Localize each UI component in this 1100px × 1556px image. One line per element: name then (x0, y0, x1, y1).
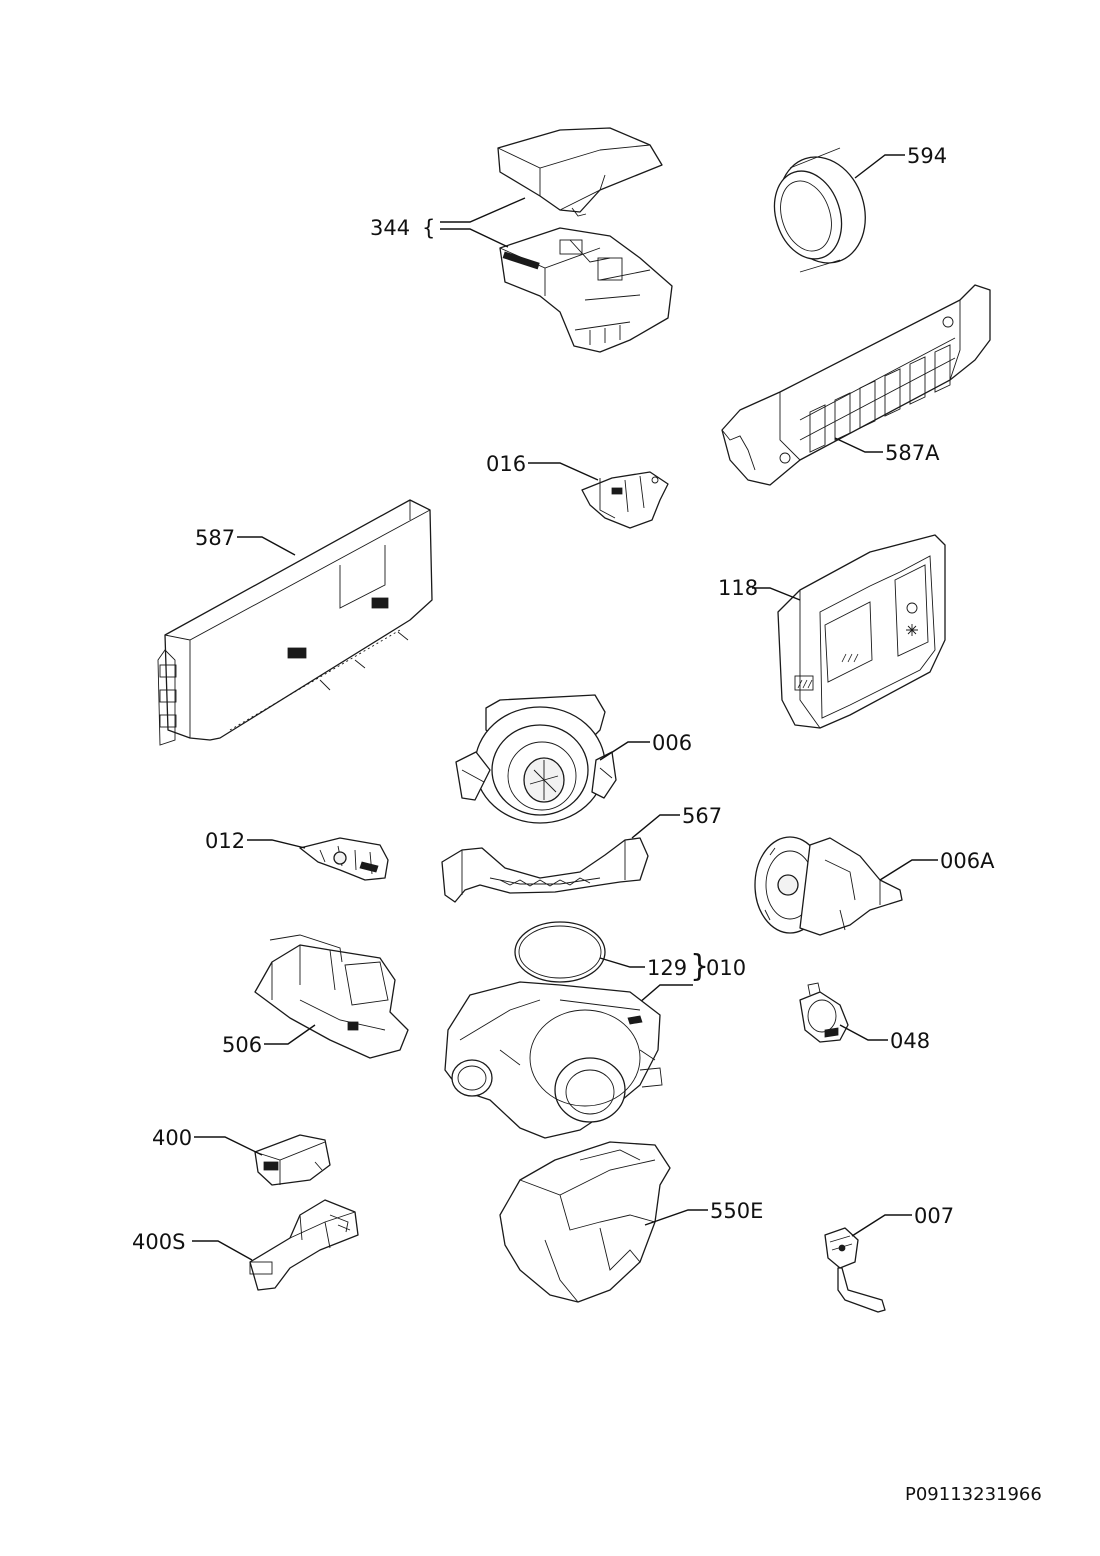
label-012-text: 012 (205, 829, 245, 853)
label-587-text: 587 (195, 526, 235, 550)
label-344-text: 344 (370, 216, 410, 240)
part-550E-cover (499, 1141, 671, 1303)
label-344-brace: { (422, 216, 435, 240)
label-506: 506 (222, 1024, 316, 1057)
part-506-softener (254, 934, 409, 1059)
label-006: 006 (599, 731, 692, 761)
label-010-brace: } (690, 949, 709, 984)
label-012: 012 (205, 829, 306, 853)
label-400S: 400S (132, 1230, 253, 1261)
part-344-cover (497, 127, 663, 217)
label-007-text: 007 (914, 1204, 954, 1228)
label-587A-text: 587A (885, 441, 940, 465)
label-400-text: 400 (152, 1126, 192, 1150)
part-006A-drainpump (754, 836, 903, 936)
part-007-switch (824, 1227, 886, 1313)
label-006A: 006A (879, 849, 995, 881)
part-594-ring (773, 147, 866, 273)
part-587A-bracket (721, 284, 991, 486)
label-006-text: 006 (652, 731, 692, 755)
label-048: 048 (839, 1024, 930, 1053)
part-567-bracket (441, 837, 649, 903)
label-010: } 010 (624, 949, 746, 1016)
label-567: 567 (631, 804, 722, 839)
label-007: 007 (851, 1204, 954, 1237)
label-129: 129 (599, 956, 687, 980)
label-594-text: 594 (907, 144, 947, 168)
label-048-text: 048 (890, 1029, 930, 1053)
label-016: 016 (486, 452, 599, 481)
part-012-sensor (299, 837, 389, 881)
part-016-switch (581, 471, 669, 529)
label-550E-text: 550E (710, 1199, 763, 1223)
part-400S-bracket (249, 1199, 359, 1291)
diagram-code: P09113231966 (905, 1484, 1042, 1505)
part-344-module (499, 227, 673, 353)
part-048-sensor (799, 982, 849, 1043)
label-587: 587 (195, 526, 296, 556)
label-129-text: 129 (647, 956, 687, 980)
label-587A: 587A (834, 437, 940, 465)
label-400: 400 (152, 1126, 263, 1156)
label-118: 118 (718, 576, 801, 601)
label-006A-text: 006A (940, 849, 995, 873)
label-506-text: 506 (222, 1033, 262, 1057)
part-118-dispenser (777, 534, 946, 729)
part-010-circulationpump (444, 981, 663, 1139)
label-010-text: 010 (706, 956, 746, 980)
label-016-text: 016 (486, 452, 526, 476)
label-118-text: 118 (718, 576, 758, 600)
label-594: 594 (854, 144, 947, 179)
part-129-oring (514, 921, 606, 983)
part-400-box (254, 1134, 331, 1186)
part-587-box (157, 499, 433, 746)
label-550E: 550E (644, 1199, 763, 1226)
label-400S-text: 400S (132, 1230, 185, 1254)
label-344: 344 { (370, 197, 526, 248)
part-006-sump (455, 694, 617, 824)
label-567-text: 567 (682, 804, 722, 828)
